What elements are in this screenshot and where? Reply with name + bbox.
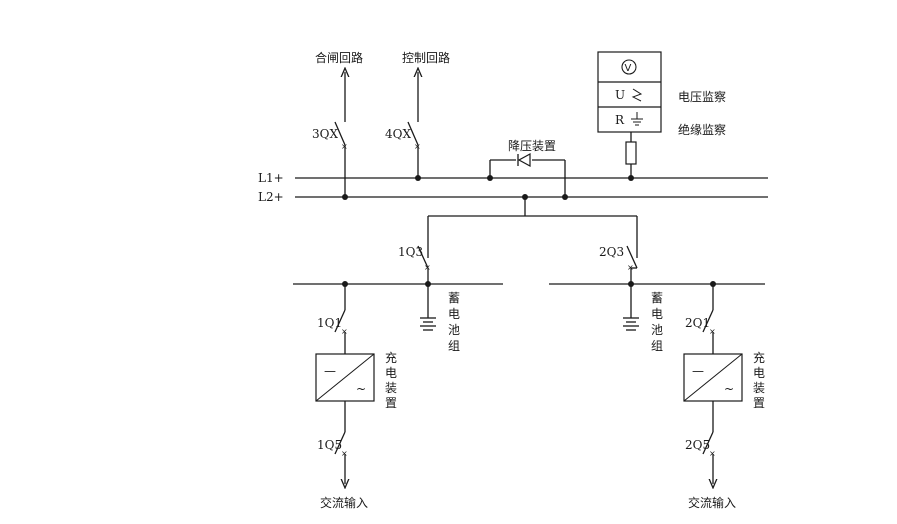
svg-text:×: × <box>709 327 716 336</box>
switch-3qx-label: 3QX <box>312 127 338 141</box>
bus-l2-label: L2+ <box>258 190 284 204</box>
battery-right <box>623 284 639 331</box>
feeder-4qx: × <box>407 72 421 181</box>
insulation-row-r: R <box>615 113 625 127</box>
switch-1q1-label: 1Q1 <box>317 316 342 330</box>
relay-symbol-icon <box>631 88 643 102</box>
charger-right-dc-symbol: — <box>692 364 704 378</box>
svg-text:组: 组 <box>651 339 663 353</box>
switch-2q5-label: 2Q5 <box>685 438 710 452</box>
battery-right-label: 蓄 电 池 组 <box>651 291 663 353</box>
voltage-monitor-label: 电压监察 <box>678 90 726 104</box>
svg-text:×: × <box>627 263 634 272</box>
bus-split <box>427 194 638 258</box>
voltage-row-u: U <box>615 88 625 102</box>
svg-text:×: × <box>341 142 348 151</box>
ac-input-right-label: 交流输入 <box>688 495 736 510</box>
svg-text:×: × <box>414 142 421 151</box>
fuse-icon <box>625 141 637 165</box>
svg-text:×: × <box>341 327 348 336</box>
charger-chain-left: × × <box>315 284 375 484</box>
control-circuit-label: 控制回路 <box>402 50 450 65</box>
step-down-device <box>487 152 568 200</box>
monitor-unit: V U R <box>597 51 662 181</box>
switch-2q1-label: 2Q1 <box>685 316 710 330</box>
svg-text:电: 电 <box>385 366 397 380</box>
switch-1q3-label: 1Q3 <box>398 245 423 259</box>
step-down-label: 降压装置 <box>508 139 556 153</box>
charger-right-ac-symbol: ~ <box>724 382 734 396</box>
ac-input-left-label: 交流输入 <box>320 495 368 510</box>
svg-text:×: × <box>424 263 431 272</box>
svg-text:电: 电 <box>651 307 663 321</box>
svg-text:蓄: 蓄 <box>651 291 663 305</box>
svg-text:装: 装 <box>385 381 397 395</box>
bus-l1-label: L1+ <box>258 171 284 185</box>
charger-left-label: 充 电 装 置 <box>385 350 397 410</box>
ground-icon <box>631 112 643 126</box>
switch-2q3-label: 2Q3 <box>599 245 624 259</box>
charger-right-label: 充 电 装 置 <box>753 350 765 410</box>
feeder-3qx: × <box>334 72 348 200</box>
insulation-monitor-label: 绝缘监察 <box>678 122 726 137</box>
switch-4qx-label: 4QX <box>385 127 411 141</box>
switch-2q3: × <box>626 245 638 284</box>
charger-chain-right: × × <box>683 284 743 484</box>
voltmeter-icon <box>621 59 637 75</box>
svg-text:组: 组 <box>448 339 460 353</box>
svg-text:×: × <box>709 449 716 458</box>
svg-text:池: 池 <box>448 323 460 337</box>
charger-left-ac-symbol: ~ <box>356 382 366 396</box>
svg-text:蓄: 蓄 <box>448 291 460 305</box>
svg-text:充: 充 <box>753 350 765 365</box>
svg-text:置: 置 <box>753 396 765 410</box>
svg-text:池: 池 <box>651 323 663 337</box>
switch-1q5-label: 1Q5 <box>317 438 342 452</box>
svg-text:×: × <box>341 449 348 458</box>
battery-left <box>420 284 436 331</box>
svg-text:电: 电 <box>448 307 460 321</box>
svg-text:装: 装 <box>753 381 765 395</box>
battery-left-label: 蓄 电 池 组 <box>448 291 460 353</box>
svg-text:充: 充 <box>385 350 397 365</box>
voltmeter-symbol: V <box>625 63 632 74</box>
charger-left-dc-symbol: — <box>324 364 336 378</box>
close-circuit-label: 合闸回路 <box>315 50 363 65</box>
svg-text:电: 电 <box>753 366 765 380</box>
svg-text:置: 置 <box>385 396 397 410</box>
